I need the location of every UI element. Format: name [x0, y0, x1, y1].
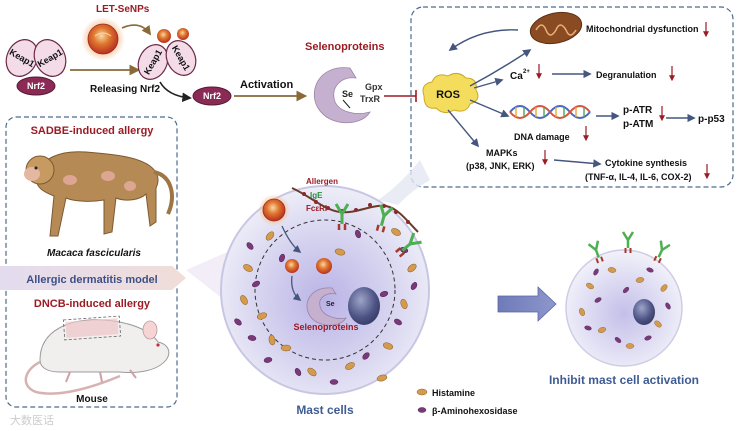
inhibited-mast-cell	[565, 231, 683, 367]
releasing-nrf2-label: Releasing Nrf2	[90, 84, 160, 95]
p-atm-label: p-ATM	[623, 119, 653, 130]
cell-boundary-dashed	[254, 219, 396, 361]
cytokine-sub-label: (TNF-α, IL-4, IL-6, COX-2)	[585, 172, 692, 182]
cytokine-label: Cytokine synthesis	[605, 158, 687, 168]
cell-selenoprotein: Se	[306, 287, 347, 326]
cell-selenoproteins-label: Selenoproteins	[293, 322, 358, 332]
ros-to-dna-arrow	[469, 99, 510, 118]
let-senps-nanoparticle: LET-SeNPs	[81, 4, 150, 61]
macaque-illustration	[24, 151, 174, 237]
ca-superscript: 2+	[523, 69, 530, 75]
uptake-arrow	[281, 225, 302, 253]
mitochondrion-icon	[529, 11, 583, 45]
macaca-label: Macaca fascicularis	[47, 248, 141, 259]
fceri-receptors	[334, 203, 422, 258]
mouse-illustration	[24, 315, 170, 395]
ros-to-mito-arrow	[469, 49, 532, 87]
inhibit-label: Inhibit mast cell activation	[549, 373, 699, 387]
nanoparticles-inside	[285, 258, 332, 274]
ige-label: IgE	[310, 191, 323, 200]
free-nrf2: Nrf2	[192, 86, 232, 106]
nanoparticle-outside	[258, 194, 290, 226]
mito-label: Mitochondrial dysfunction	[586, 24, 699, 34]
ros-to-ca-arrow	[473, 77, 504, 89]
hexosaminidase-swatch	[417, 407, 427, 413]
ros-to-mapks-arrow	[447, 109, 480, 148]
trxr-label: TrxR	[360, 94, 381, 104]
nrf2-label: Nrf2	[203, 91, 221, 101]
histamine-swatch	[416, 388, 428, 396]
fceri-label: FcεRI	[306, 204, 327, 213]
gpx-label: Gpx	[365, 82, 383, 92]
watermark: 大数医话	[10, 413, 54, 427]
p-p53-label: p-p53	[698, 114, 725, 125]
ros-panel	[410, 6, 734, 188]
ros-label: ROS	[436, 89, 460, 101]
mapks-sub-label: (p38, JNK, ERK)	[466, 161, 535, 171]
selenoprotein-shape: Se	[313, 67, 371, 124]
hexosaminidase-granules	[234, 229, 418, 385]
allergen-label: Allergen	[306, 177, 338, 186]
keap1-senps-complex: Keap1 Keap1	[137, 28, 197, 80]
legend-histamine: Histamine	[432, 388, 475, 398]
model-label: Allergic dermatitis model	[26, 274, 157, 286]
nrf2-release-arrow	[159, 81, 192, 103]
keap1-nrf2-complex: Keap1 Keap1 Nrf2	[5, 39, 67, 96]
p-atr-label: p-ATR	[623, 105, 653, 116]
models-panel	[5, 116, 178, 408]
ca-label: Ca	[510, 71, 523, 82]
se-label: Se	[342, 89, 353, 99]
nucleus	[348, 287, 380, 325]
mouse-label: Mouse	[76, 394, 108, 405]
panel-connector	[378, 160, 430, 205]
dncb-label: DNCB-induced allergy	[34, 298, 151, 310]
mast-cells-title: Mast cells	[296, 403, 354, 417]
mito-feedback-arrow	[448, 29, 519, 51]
legend: Histamine β-Aminohexosidase	[416, 388, 518, 416]
dna-helix-icon	[509, 105, 591, 119]
sadbe-label: SADBE-induced allergy	[31, 125, 155, 137]
senps-binding-arrow	[121, 24, 152, 36]
let-senps-label: LET-SeNPs	[96, 4, 150, 15]
mapks-to-cytokine-arrow	[553, 159, 602, 168]
degranulation-label: Degranulation	[596, 70, 657, 80]
release-arrow	[291, 275, 302, 301]
result-nucleus	[633, 299, 655, 325]
inhibit-arrow	[497, 286, 557, 322]
mapks-label: MAPKs	[486, 148, 518, 158]
model-band	[0, 266, 186, 290]
ros-node: ROS	[422, 72, 479, 114]
activation-label: Activation	[240, 79, 293, 91]
se-label: Se	[326, 301, 335, 308]
legend-hexosaminidase: β-Aminohexosidase	[432, 406, 518, 416]
selenoproteins-title: Selenoproteins	[305, 41, 384, 53]
dna-damage-label: DNA damage	[514, 132, 570, 142]
nrf2-label: Nrf2	[27, 81, 45, 91]
